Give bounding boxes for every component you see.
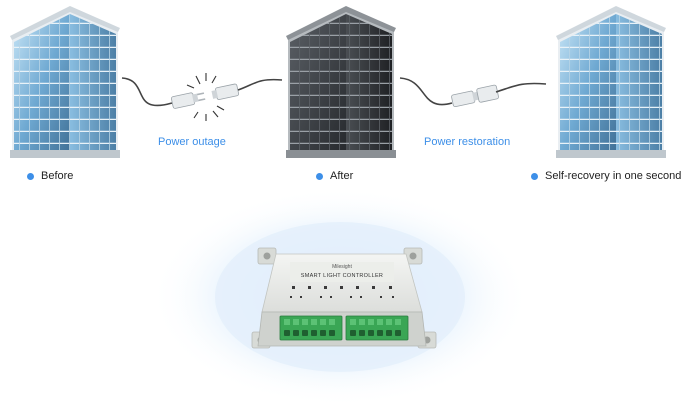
bullet-dot-icon xyxy=(531,172,538,180)
bullet-dot-icon xyxy=(27,172,34,180)
building-icon xyxy=(286,6,396,158)
power-outage-caption: Power outage xyxy=(158,136,226,148)
smart-light-controller-device: Milesight SMART LIGHT CONTROLLER xyxy=(251,247,437,349)
power-restoration-caption: Power restoration xyxy=(424,136,511,148)
building-icon xyxy=(556,6,666,158)
building-icon xyxy=(10,6,120,158)
power-plug-icon xyxy=(399,77,547,108)
stage-label-after: After xyxy=(316,170,353,182)
device-brand: Milesight xyxy=(332,264,352,270)
bullet-dot-icon xyxy=(316,172,323,180)
stage-label-before: Before xyxy=(27,170,73,182)
device-title: SMART LIGHT CONTROLLER xyxy=(301,273,383,279)
power-plug-icon xyxy=(121,73,283,121)
stage-label-self-recovery: Self-recovery in one second xyxy=(531,170,681,182)
